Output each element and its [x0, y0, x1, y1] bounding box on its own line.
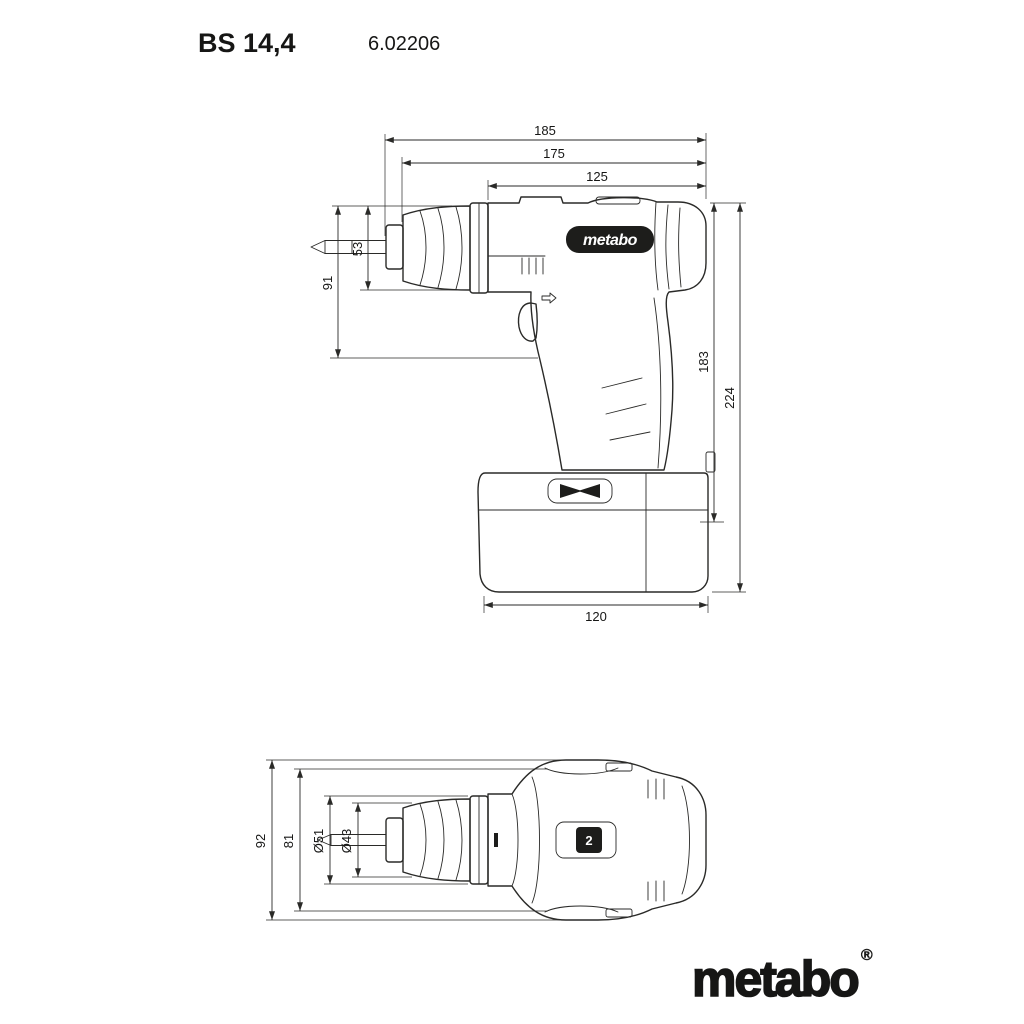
dim-label-81: 81: [281, 834, 296, 848]
side-view-dimensions: 185 175 125 91 53: [320, 123, 746, 624]
dim-81: 81: [281, 768, 548, 912]
dim-label-dia51: Ø51: [311, 829, 326, 854]
drill-bit-side: [310, 240, 387, 254]
metabo-logo: metabo®: [691, 947, 873, 1008]
dim-175: 175: [401, 146, 707, 222]
gear-selector-top: 2: [555, 821, 617, 859]
dim-dia51: Ø51: [311, 795, 468, 885]
dim-label-224: 224: [722, 387, 737, 409]
dim-125: 125: [487, 169, 707, 200]
dim-label-175: 175: [543, 146, 565, 161]
dim-dia43: Ø43: [339, 802, 412, 878]
drill-side-view: metabo: [310, 196, 716, 593]
direction-marker: [494, 833, 498, 847]
dim-label-91: 91: [320, 276, 335, 290]
dim-185: 185: [384, 123, 707, 236]
article-number: 6.02206: [368, 33, 441, 55]
top-view-dimensions: 92 81 Ø51 Ø43: [253, 759, 598, 921]
dim-53: 53: [350, 205, 466, 291]
drill-top-view: 2: [317, 759, 707, 921]
trigger: [517, 302, 538, 342]
battery-release-latch: [547, 478, 613, 504]
metabo-plate-label: metabo: [583, 232, 638, 249]
dim-label-183: 183: [696, 351, 711, 373]
registered-mark-icon: ®: [860, 947, 873, 965]
dim-label-125: 125: [586, 169, 608, 184]
dim-label-dia43: Ø43: [339, 829, 354, 854]
product-model: BS 14,4: [198, 28, 296, 58]
gear-selector-label: 2: [585, 833, 592, 848]
dim-label-92: 92: [253, 834, 268, 848]
chuck-top: [385, 795, 489, 885]
metabo-logo-text: metabo: [691, 950, 860, 1008]
dim-183: 183: [696, 202, 746, 523]
dim-91: 91: [320, 205, 538, 359]
battery-pack-side: [477, 472, 709, 593]
dim-label-120: 120: [585, 609, 607, 624]
dim-92: 92: [253, 759, 598, 921]
housing-and-handle: [487, 196, 716, 473]
dim-label-53: 53: [350, 242, 365, 256]
direction-arrow-icon: [541, 292, 557, 304]
chuck-side: [385, 202, 489, 294]
metabo-plate: metabo: [566, 226, 654, 253]
dim-120: 120: [483, 596, 709, 624]
dim-224: 224: [712, 202, 746, 593]
dim-label-185: 185: [534, 123, 556, 138]
